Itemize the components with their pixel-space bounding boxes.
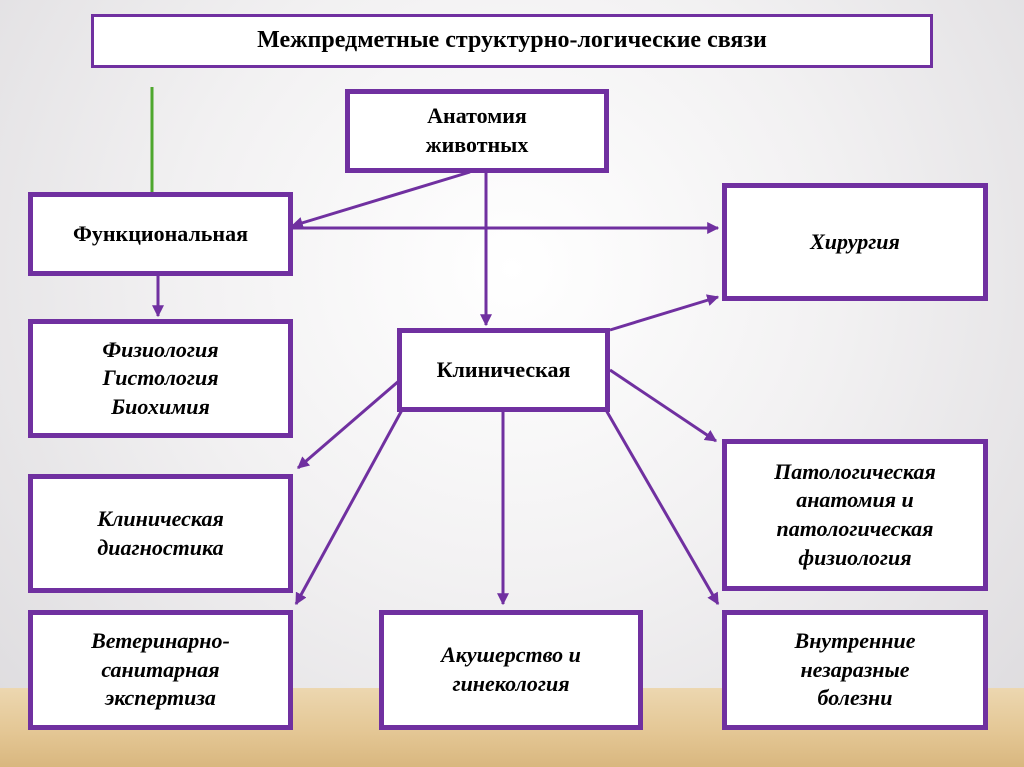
node-internal-diseases: Внутренние незаразные болезни xyxy=(722,610,988,730)
node-clinical-diagnostics: Клиническая диагностика xyxy=(28,474,293,593)
node-anatomy: Анатомия животных xyxy=(345,89,609,173)
node-clinical-label: Клиническая xyxy=(436,356,571,382)
node-physiology: Физиология Гистология Биохимия xyxy=(28,319,293,438)
diagram-title-text: Межпредметные структурно-логические связ… xyxy=(257,27,767,54)
node-clinical: Клиническая xyxy=(397,328,610,412)
node-pathology: Патологическая анатомия и патологическая… xyxy=(722,439,988,591)
node-surgery: Хирургия xyxy=(722,183,988,301)
node-vet-expertise: Ветеринарно- санитарная экспертиза xyxy=(28,610,293,730)
node-obstetrics-label: Акушерство и гинекология xyxy=(441,642,581,696)
node-surgery-label: Хирургия xyxy=(810,228,900,254)
arrow-clinical-to-vet-expertise xyxy=(294,409,404,606)
node-physiology-label: Физиология Гистология Биохимия xyxy=(102,336,219,419)
node-functional: Функциональная xyxy=(28,192,293,276)
node-clinical-diagnostics-label: Клиническая диагностика xyxy=(97,505,224,560)
diagram-title: Межпредметные структурно-логические связ… xyxy=(91,14,933,68)
node-pathology-label: Патологическая анатомия и патологическая… xyxy=(774,458,936,570)
arrow-clinical-to-pathology xyxy=(609,368,717,443)
node-functional-label: Функциональная xyxy=(72,220,249,246)
arrow-anatomy-to-functional xyxy=(290,170,471,229)
arrow-clinical-to-surgery xyxy=(609,294,720,332)
arrow-clinical-to-diagnostics xyxy=(297,378,401,470)
node-internal-diseases-label: Внутренние незаразные болезни xyxy=(794,628,916,711)
arrow-clinical-to-internal-diseases xyxy=(604,409,720,606)
node-vet-expertise-label: Ветеринарно- санитарная экспертиза xyxy=(91,628,230,711)
node-obstetrics: Акушерство и гинекология xyxy=(379,610,643,730)
node-anatomy-label: Анатомия животных xyxy=(425,103,529,157)
